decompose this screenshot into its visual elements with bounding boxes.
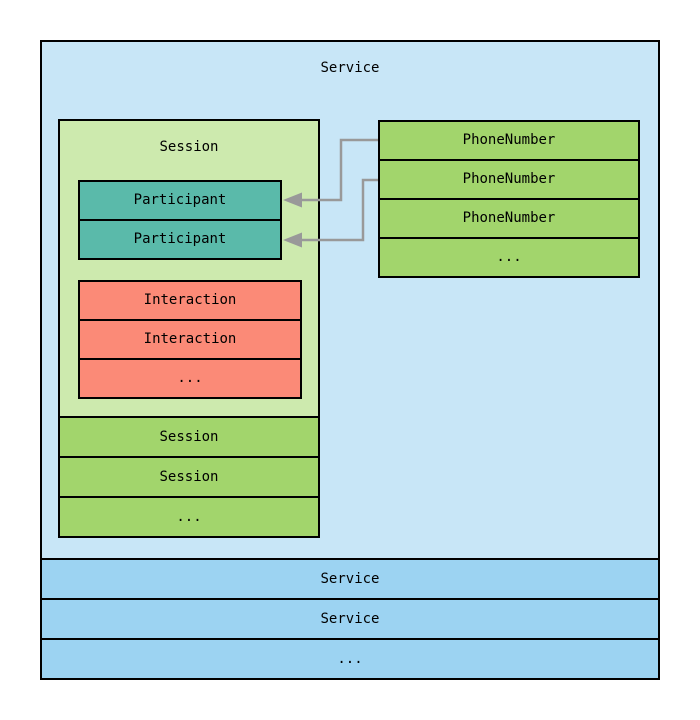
- session-collapsed-row: Session: [58, 456, 320, 498]
- phonenumber-row: PhoneNumber: [378, 198, 640, 239]
- session-title: Session: [159, 139, 219, 155]
- interaction-ellipsis-row: ...: [78, 358, 302, 399]
- service-ellipsis-row: ...: [40, 638, 660, 680]
- session-ellipsis-row: ...: [58, 496, 320, 538]
- service-collapsed-row: Service: [40, 598, 660, 640]
- participant-row: Participant: [78, 219, 282, 260]
- phonenumber-ellipsis-row: ...: [378, 237, 640, 278]
- service-collapsed-row: Service: [40, 558, 660, 600]
- session-collapsed-row: Session: [58, 416, 320, 458]
- phonenumber-stack: PhoneNumber PhoneNumber PhoneNumber ...: [378, 120, 640, 278]
- interaction-row: Interaction: [78, 319, 302, 360]
- phonenumber-row: PhoneNumber: [378, 120, 640, 161]
- service-collapsed-stack: Service Service ...: [40, 558, 660, 680]
- interaction-stack: Interaction Interaction ...: [78, 280, 302, 399]
- interaction-row: Interaction: [78, 280, 302, 321]
- participant-row: Participant: [78, 180, 282, 221]
- session-collapsed-stack: Session Session ...: [58, 416, 320, 538]
- service-title: Service: [320, 60, 380, 76]
- phonenumber-row: PhoneNumber: [378, 159, 640, 200]
- participant-stack: Participant Participant: [78, 180, 282, 260]
